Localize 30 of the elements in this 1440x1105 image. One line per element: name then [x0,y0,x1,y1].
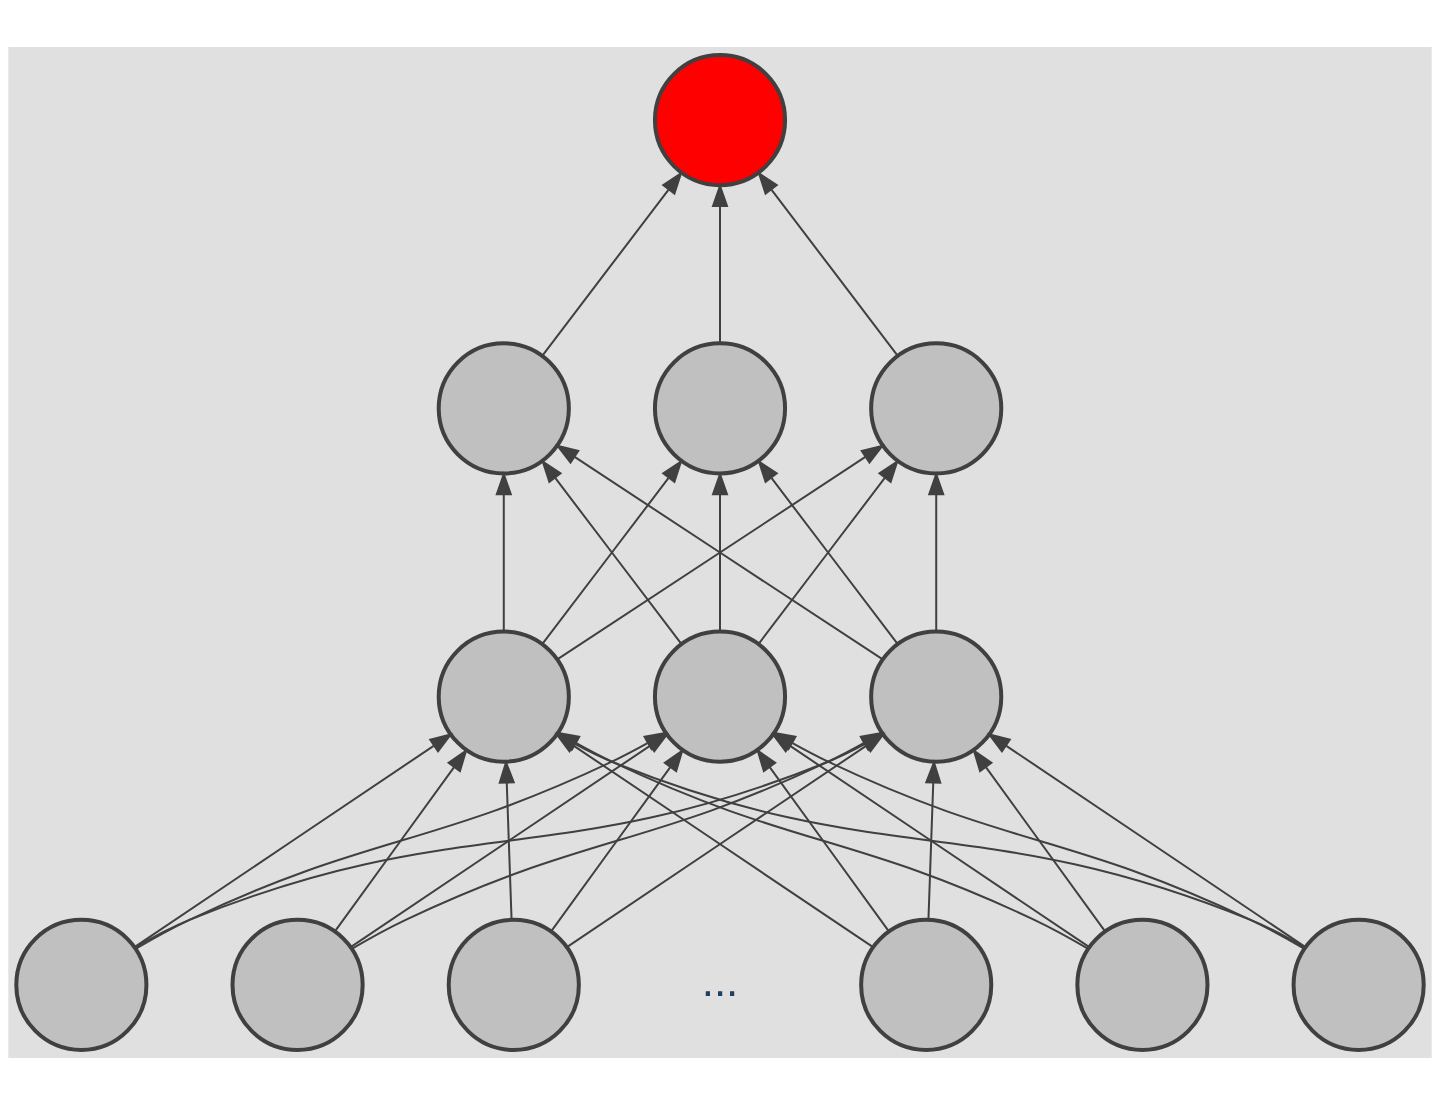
node-circle [652,53,788,188]
node-circle [230,917,365,1052]
arrow [541,171,683,357]
node-circle [1291,917,1426,1052]
arrow [711,182,729,345]
arrow [711,471,729,633]
node-circle [869,341,1004,476]
arrow [756,748,890,933]
node-circle [859,917,994,1052]
arrow [757,171,899,357]
arrow [495,471,513,633]
node-circle [436,341,571,476]
arrow [986,732,1307,948]
node-circle [869,629,1004,764]
arrow [541,459,683,645]
arrow [757,459,899,645]
arrow [333,748,468,933]
node-circle [436,629,571,764]
arrow [133,732,454,948]
label: ... [701,956,739,1006]
node-circle [1075,917,1210,1052]
arrow [972,748,1107,933]
arrow [550,748,684,933]
node-circle [652,629,788,764]
node-circle [14,917,149,1052]
arrow [924,759,942,921]
node-circle [652,341,788,476]
arrow [498,759,516,921]
node-circle [446,917,581,1052]
arrow [927,471,945,633]
